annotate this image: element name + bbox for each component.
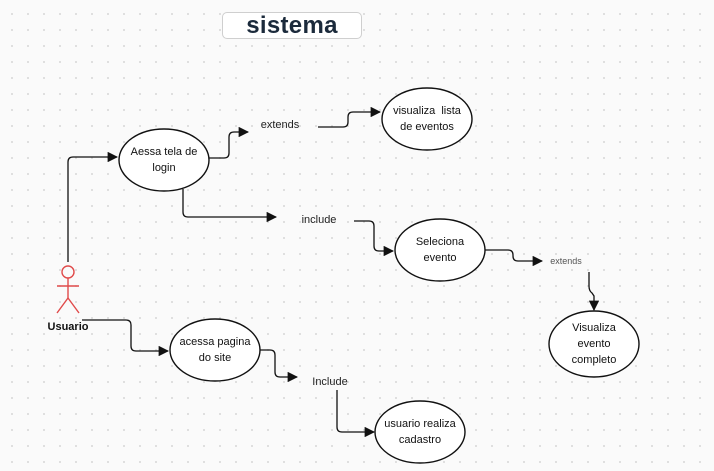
usecase-cadastro-label: usuario realiza cadastro: [384, 418, 456, 446]
actor-figure[interactable]: [56, 265, 80, 314]
usecase-visualiza-lista-label: visualiza lista de eventos: [393, 105, 461, 133]
diagram-title: sistema: [222, 12, 362, 39]
edge-include-seleciona: [354, 220, 395, 257]
relation-extends-completo: extends: [550, 256, 582, 266]
actor-label: Usuario: [47, 321, 89, 333]
edge-actor-acessa: [82, 319, 170, 357]
usecase-visualiza-completo-label: Visualiza evento completo: [571, 322, 617, 366]
edge-login-extends: [209, 126, 250, 159]
edge-seleciona-extends: [485, 249, 544, 267]
relation-extends-lista: extends: [260, 119, 300, 131]
edge-extends-lista: [318, 106, 382, 128]
edge-login-include: [182, 189, 278, 223]
usecase-visualiza-lista[interactable]: [381, 87, 473, 151]
edge-acessa-include: [260, 349, 299, 383]
usecase-acessa-pagina-label: acessa pagina do site: [179, 336, 251, 364]
edge-actor-login: [67, 151, 119, 262]
usecase-login[interactable]: [118, 128, 210, 192]
edge-extends-completo: [588, 272, 600, 312]
usecase-login-label: Aessa tela de login: [130, 146, 198, 174]
relation-include-seleciona: include: [301, 214, 337, 226]
usecase-seleciona-evento-label: Seleciona evento: [415, 236, 465, 264]
edge-include-cadastro: [336, 390, 376, 438]
relation-include-cadastro: Include: [312, 376, 348, 388]
